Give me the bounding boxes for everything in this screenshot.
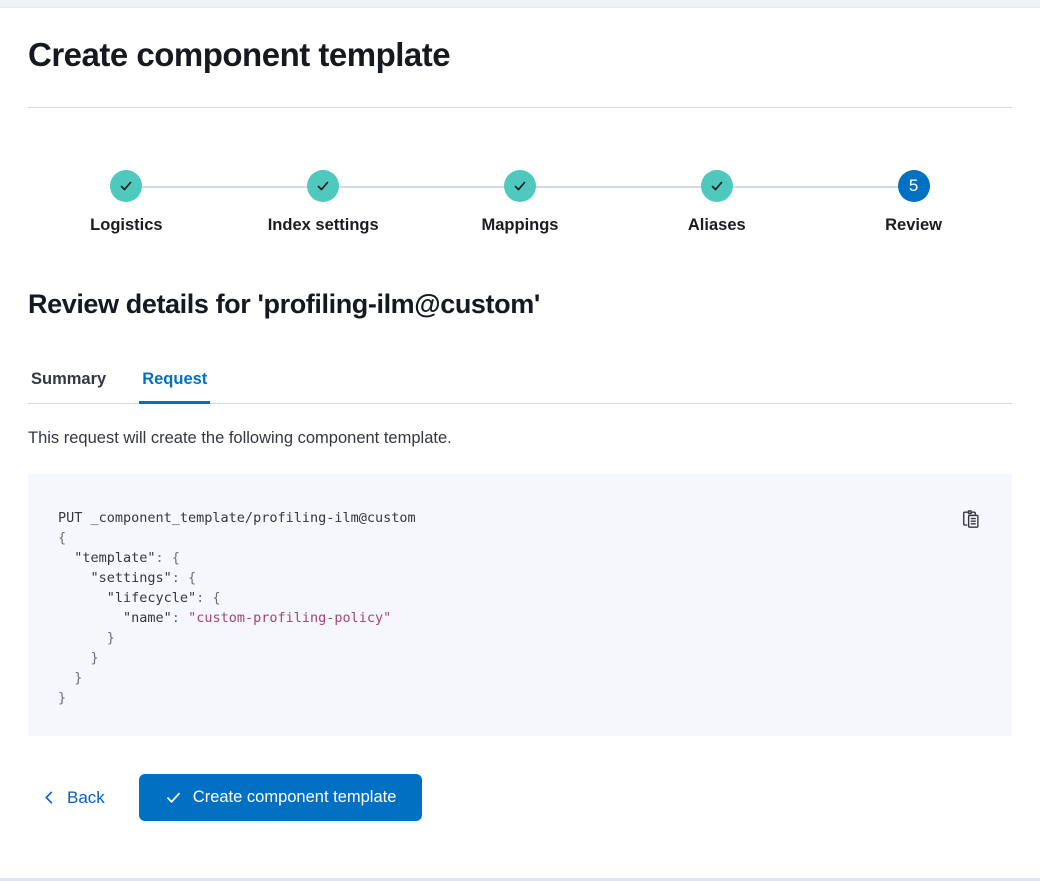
step-index-settings[interactable]: Index settings: [225, 170, 422, 235]
check-icon: [166, 792, 180, 803]
code-line: }: [58, 690, 67, 706]
page-title: Create component template: [28, 36, 451, 73]
code-content: PUT _component_template/profiling-ilm@cu…: [58, 508, 982, 708]
step-review[interactable]: 5 Review: [815, 170, 1012, 235]
tab-summary[interactable]: Summary: [28, 370, 109, 403]
review-heading: Review details for 'profiling-ilm@custom…: [28, 289, 540, 319]
create-button-label: Create component template: [192, 788, 397, 806]
back-label: Back: [67, 787, 105, 807]
back-link[interactable]: Back: [42, 788, 105, 808]
code-line: }: [58, 650, 99, 666]
step-label: Mappings: [481, 216, 559, 234]
panel-top-edge: [0, 0, 1040, 8]
step-number: 5: [908, 176, 919, 195]
check-icon: [121, 181, 132, 191]
code-line: "name": "custom-profiling-policy": [58, 610, 392, 626]
code-line: PUT _component_template/profiling-ilm@cu…: [58, 510, 416, 526]
step-logistics[interactable]: Logistics: [28, 170, 225, 235]
request-description: This request will create the following c…: [28, 429, 452, 447]
check-icon: [317, 181, 329, 191]
step-circle-complete: [110, 170, 143, 202]
wizard-footer: Back Create component template: [28, 774, 1012, 821]
step-label: Aliases: [687, 216, 746, 234]
step-label: Index settings: [267, 216, 379, 234]
header-divider: [28, 107, 1012, 108]
step-circle-complete: [503, 170, 536, 202]
create-component-template-page: Create component template Logistics Inde…: [0, 36, 1040, 821]
step-label: Logistics: [90, 216, 163, 234]
check-icon: [711, 181, 723, 191]
step-mappings[interactable]: Mappings: [422, 170, 619, 235]
code-line: "template": {: [58, 550, 180, 566]
horizontal-stepper: Logistics Index settings Mappings Aliase…: [28, 170, 1012, 235]
copy-button[interactable]: [960, 508, 982, 530]
review-tabs: Summary Request: [28, 370, 1012, 404]
step-aliases[interactable]: Aliases: [618, 170, 815, 235]
chevron-left-icon: [45, 791, 53, 804]
code-line: }: [58, 630, 115, 646]
code-line: }: [58, 670, 83, 686]
panel-bottom-edge: [0, 878, 1040, 881]
step-label: Review: [885, 216, 943, 234]
code-line: {: [58, 530, 67, 546]
create-component-template-button[interactable]: Create component template: [138, 774, 423, 821]
code-line: "settings": {: [58, 570, 197, 586]
tab-request[interactable]: Request: [139, 370, 211, 404]
copy-clipboard-icon: [963, 510, 979, 528]
step-circle-complete: [307, 170, 340, 202]
request-code-block: PUT _component_template/profiling-ilm@cu…: [28, 474, 1012, 736]
step-circle-current: 5: [897, 170, 930, 202]
code-line: "lifecycle": {: [58, 590, 221, 606]
check-icon: [514, 181, 526, 191]
step-circle-complete: [700, 170, 733, 202]
